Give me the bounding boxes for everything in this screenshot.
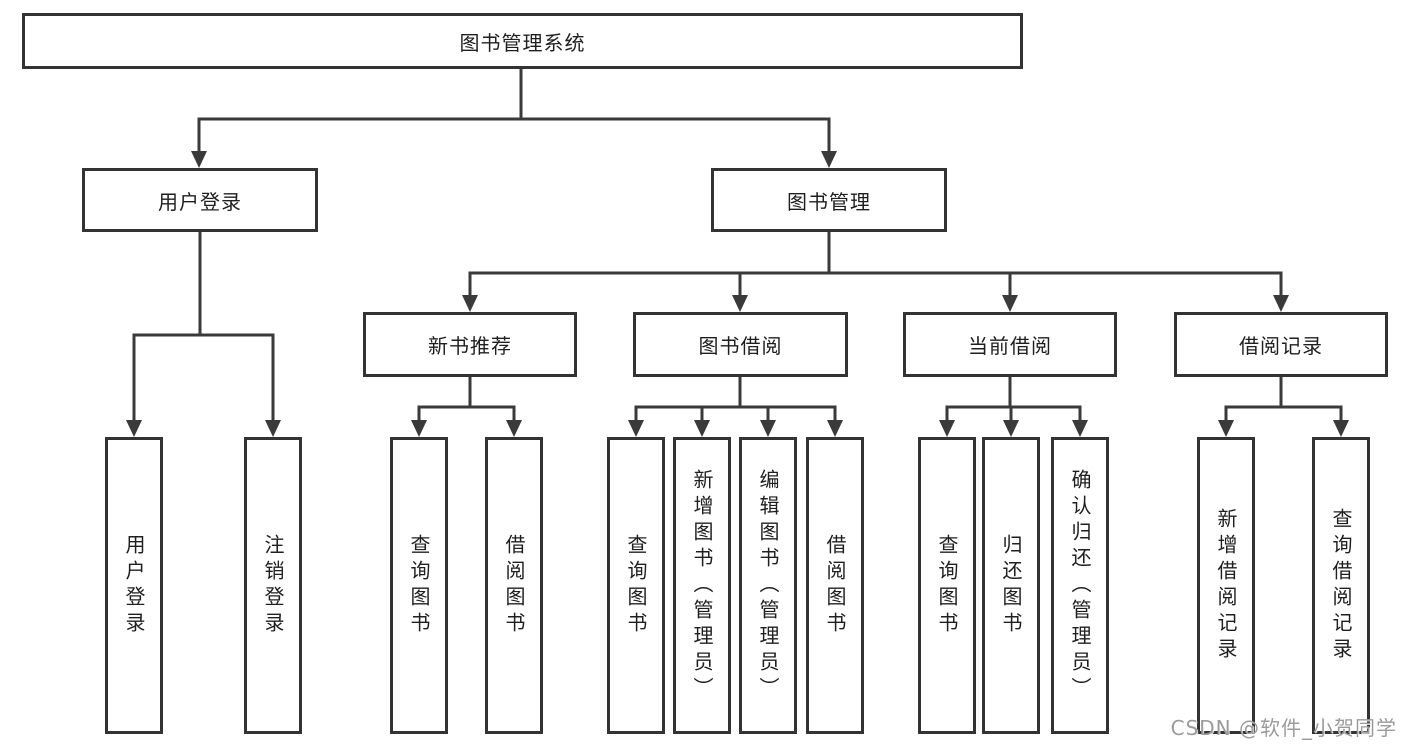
connector-new-book-rec-to-leaves bbox=[417, 375, 516, 424]
node-leaf-nbr-query-books: 查询图书 bbox=[390, 437, 448, 734]
connector-user-login-to-leaves bbox=[132, 230, 275, 424]
node-leaf-bb-borrow-books: 借阅图书 bbox=[806, 437, 864, 734]
node-book-management: 图书管理 bbox=[711, 168, 947, 232]
node-leaf-cb-confirm-return-admin: 确认归还（管理员） bbox=[1051, 437, 1109, 734]
node-current-borrow: 当前借阅 bbox=[903, 312, 1117, 377]
node-leaf-br-add-record: 新增借阅记录 bbox=[1197, 437, 1255, 734]
node-new-book-recommend: 新书推荐 bbox=[363, 312, 577, 377]
node-leaf-cb-return-books: 归还图书 bbox=[982, 437, 1040, 734]
connector-book-borrow-to-leaves bbox=[634, 375, 837, 424]
connector-book-mgmt-to-level3 bbox=[468, 230, 1283, 299]
node-leaf-bb-edit-books-admin: 编辑图书（管理员） bbox=[739, 437, 797, 734]
node-leaf-bb-query-books: 查询图书 bbox=[607, 437, 665, 734]
connector-current-borrow-to-leaves bbox=[945, 375, 1082, 424]
csdn-watermark: CSDN @软件_小贺同学 bbox=[1170, 716, 1397, 740]
node-leaf-user-login: 用户登录 bbox=[105, 437, 163, 734]
node-root-library-system: 图书管理系统 bbox=[22, 13, 1023, 69]
node-leaf-nbr-borrow-books: 借阅图书 bbox=[485, 437, 543, 734]
node-leaf-bb-add-books-admin: 新增图书（管理员） bbox=[673, 437, 731, 734]
node-leaf-cb-query-books: 查询图书 bbox=[918, 437, 976, 734]
node-leaf-br-query-record: 查询借阅记录 bbox=[1312, 437, 1370, 734]
node-user-login: 用户登录 bbox=[82, 168, 318, 232]
node-book-borrow: 图书借阅 bbox=[633, 312, 848, 377]
connector-borrow-records-to-leaves bbox=[1224, 375, 1343, 424]
arrowheads bbox=[126, 151, 1349, 437]
node-borrow-records: 借阅记录 bbox=[1174, 312, 1388, 377]
connector-root-to-level2 bbox=[197, 67, 831, 154]
node-leaf-logout: 注销登录 bbox=[244, 437, 302, 734]
